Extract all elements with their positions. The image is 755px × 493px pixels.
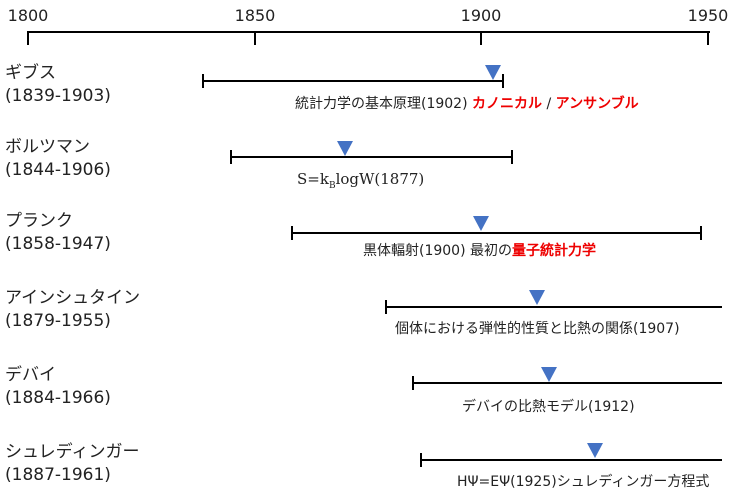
person-name: シュレディンガー — [5, 442, 140, 462]
person-years: (1879-1955) — [5, 311, 111, 331]
event-label: 統計力学の基本原理(1902) カノニカル / アンサンブル — [295, 96, 639, 112]
axis-tick — [480, 31, 482, 45]
lifespan-bar — [421, 459, 722, 461]
person-name: プランク — [5, 211, 73, 231]
event-label: デバイの比熱モデル(1912) — [462, 399, 635, 415]
person-name: ギブス — [5, 63, 56, 83]
bar-end — [511, 150, 513, 164]
bar-end — [412, 376, 414, 390]
lifespan-bar — [292, 232, 701, 234]
event-marker-icon — [473, 216, 489, 231]
person-einstein: アインシュタイン (1879-1955) — [5, 287, 140, 333]
axis-tick-label: 1800 — [7, 6, 49, 25]
axis-line — [28, 31, 710, 33]
axis-tick — [254, 31, 256, 45]
bar-end — [291, 226, 293, 240]
axis-tick-label: 1950 — [687, 6, 729, 25]
person-gibbs: ギブス (1839-1903) — [5, 62, 111, 108]
event-label: 黒体輻射(1900) 最初の量子統計力学 — [363, 243, 597, 259]
person-years: (1839-1903) — [5, 86, 111, 106]
axis-tick-label: 1850 — [234, 6, 276, 25]
person-years: (1887-1961) — [5, 465, 111, 485]
person-boltzmann: ボルツマン (1844-1906) — [5, 136, 111, 182]
event-label: HΨ=EΨ(1925)シュレディンガー方程式 — [457, 474, 710, 490]
axis-tick — [707, 31, 709, 45]
event-marker-icon — [541, 367, 557, 382]
bar-end — [202, 74, 204, 88]
event-label: 個体における弾性的性質と比熱の関係(1907) — [395, 321, 680, 337]
person-name: ボルツマン — [5, 137, 90, 157]
bar-end — [502, 74, 504, 88]
person-planck: プランク (1858-1947) — [5, 210, 111, 256]
person-years: (1884-1966) — [5, 388, 111, 408]
axis-tick — [27, 31, 29, 45]
person-debye: デバイ (1884-1966) — [5, 364, 111, 410]
axis-tick-label: 1900 — [460, 6, 502, 25]
bar-end — [420, 453, 422, 467]
event-label: S=kBlogW(1877) — [297, 170, 425, 191]
bar-end — [700, 226, 702, 240]
event-marker-icon — [529, 290, 545, 305]
person-schrodinger: シュレディンガー (1887-1961) — [5, 441, 139, 487]
person-years: (1858-1947) — [5, 234, 111, 254]
person-years: (1844-1906) — [5, 160, 111, 180]
event-marker-icon — [587, 443, 603, 458]
lifespan-bar — [231, 156, 512, 158]
person-name: デバイ — [5, 365, 56, 385]
lifespan-bar — [386, 306, 722, 308]
event-marker-icon — [485, 65, 501, 80]
bar-end — [385, 300, 387, 314]
bar-end — [230, 150, 232, 164]
lifespan-bar — [413, 382, 722, 384]
event-marker-icon — [337, 141, 353, 156]
person-name: アインシュタイン — [5, 288, 141, 308]
lifespan-bar — [203, 80, 503, 82]
